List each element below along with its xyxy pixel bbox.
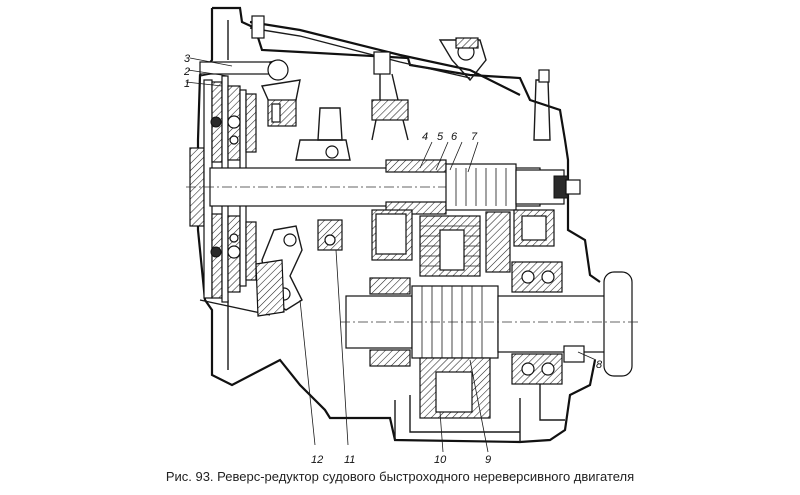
input-shaft xyxy=(186,159,581,215)
callout-12: 12 xyxy=(311,454,323,466)
callout-3: 3 xyxy=(184,53,191,65)
shift-fork-upper xyxy=(199,59,351,161)
figure-caption: Рис. 93. Реверс-редуктор судового быстро… xyxy=(165,469,635,484)
callout-8: 8 xyxy=(596,359,603,371)
callout-4: 4 xyxy=(422,131,428,143)
output-shaft xyxy=(340,261,640,419)
leader-lines xyxy=(185,57,597,453)
callout-6: 6 xyxy=(451,131,458,143)
callout-11: 11 xyxy=(344,454,355,466)
callout-9: 9 xyxy=(485,454,491,466)
callout-labels: 1 2 3 4 5 6 7 8 9 10 11 12 xyxy=(183,53,603,466)
callout-7: 7 xyxy=(471,131,478,143)
callout-5: 5 xyxy=(437,131,444,143)
shift-fork-lower xyxy=(255,219,349,446)
control-linkage xyxy=(249,15,551,141)
callout-10: 10 xyxy=(434,454,447,466)
callout-1: 1 xyxy=(184,78,190,90)
callout-2: 2 xyxy=(183,66,190,78)
intermediate-gear xyxy=(371,209,555,277)
